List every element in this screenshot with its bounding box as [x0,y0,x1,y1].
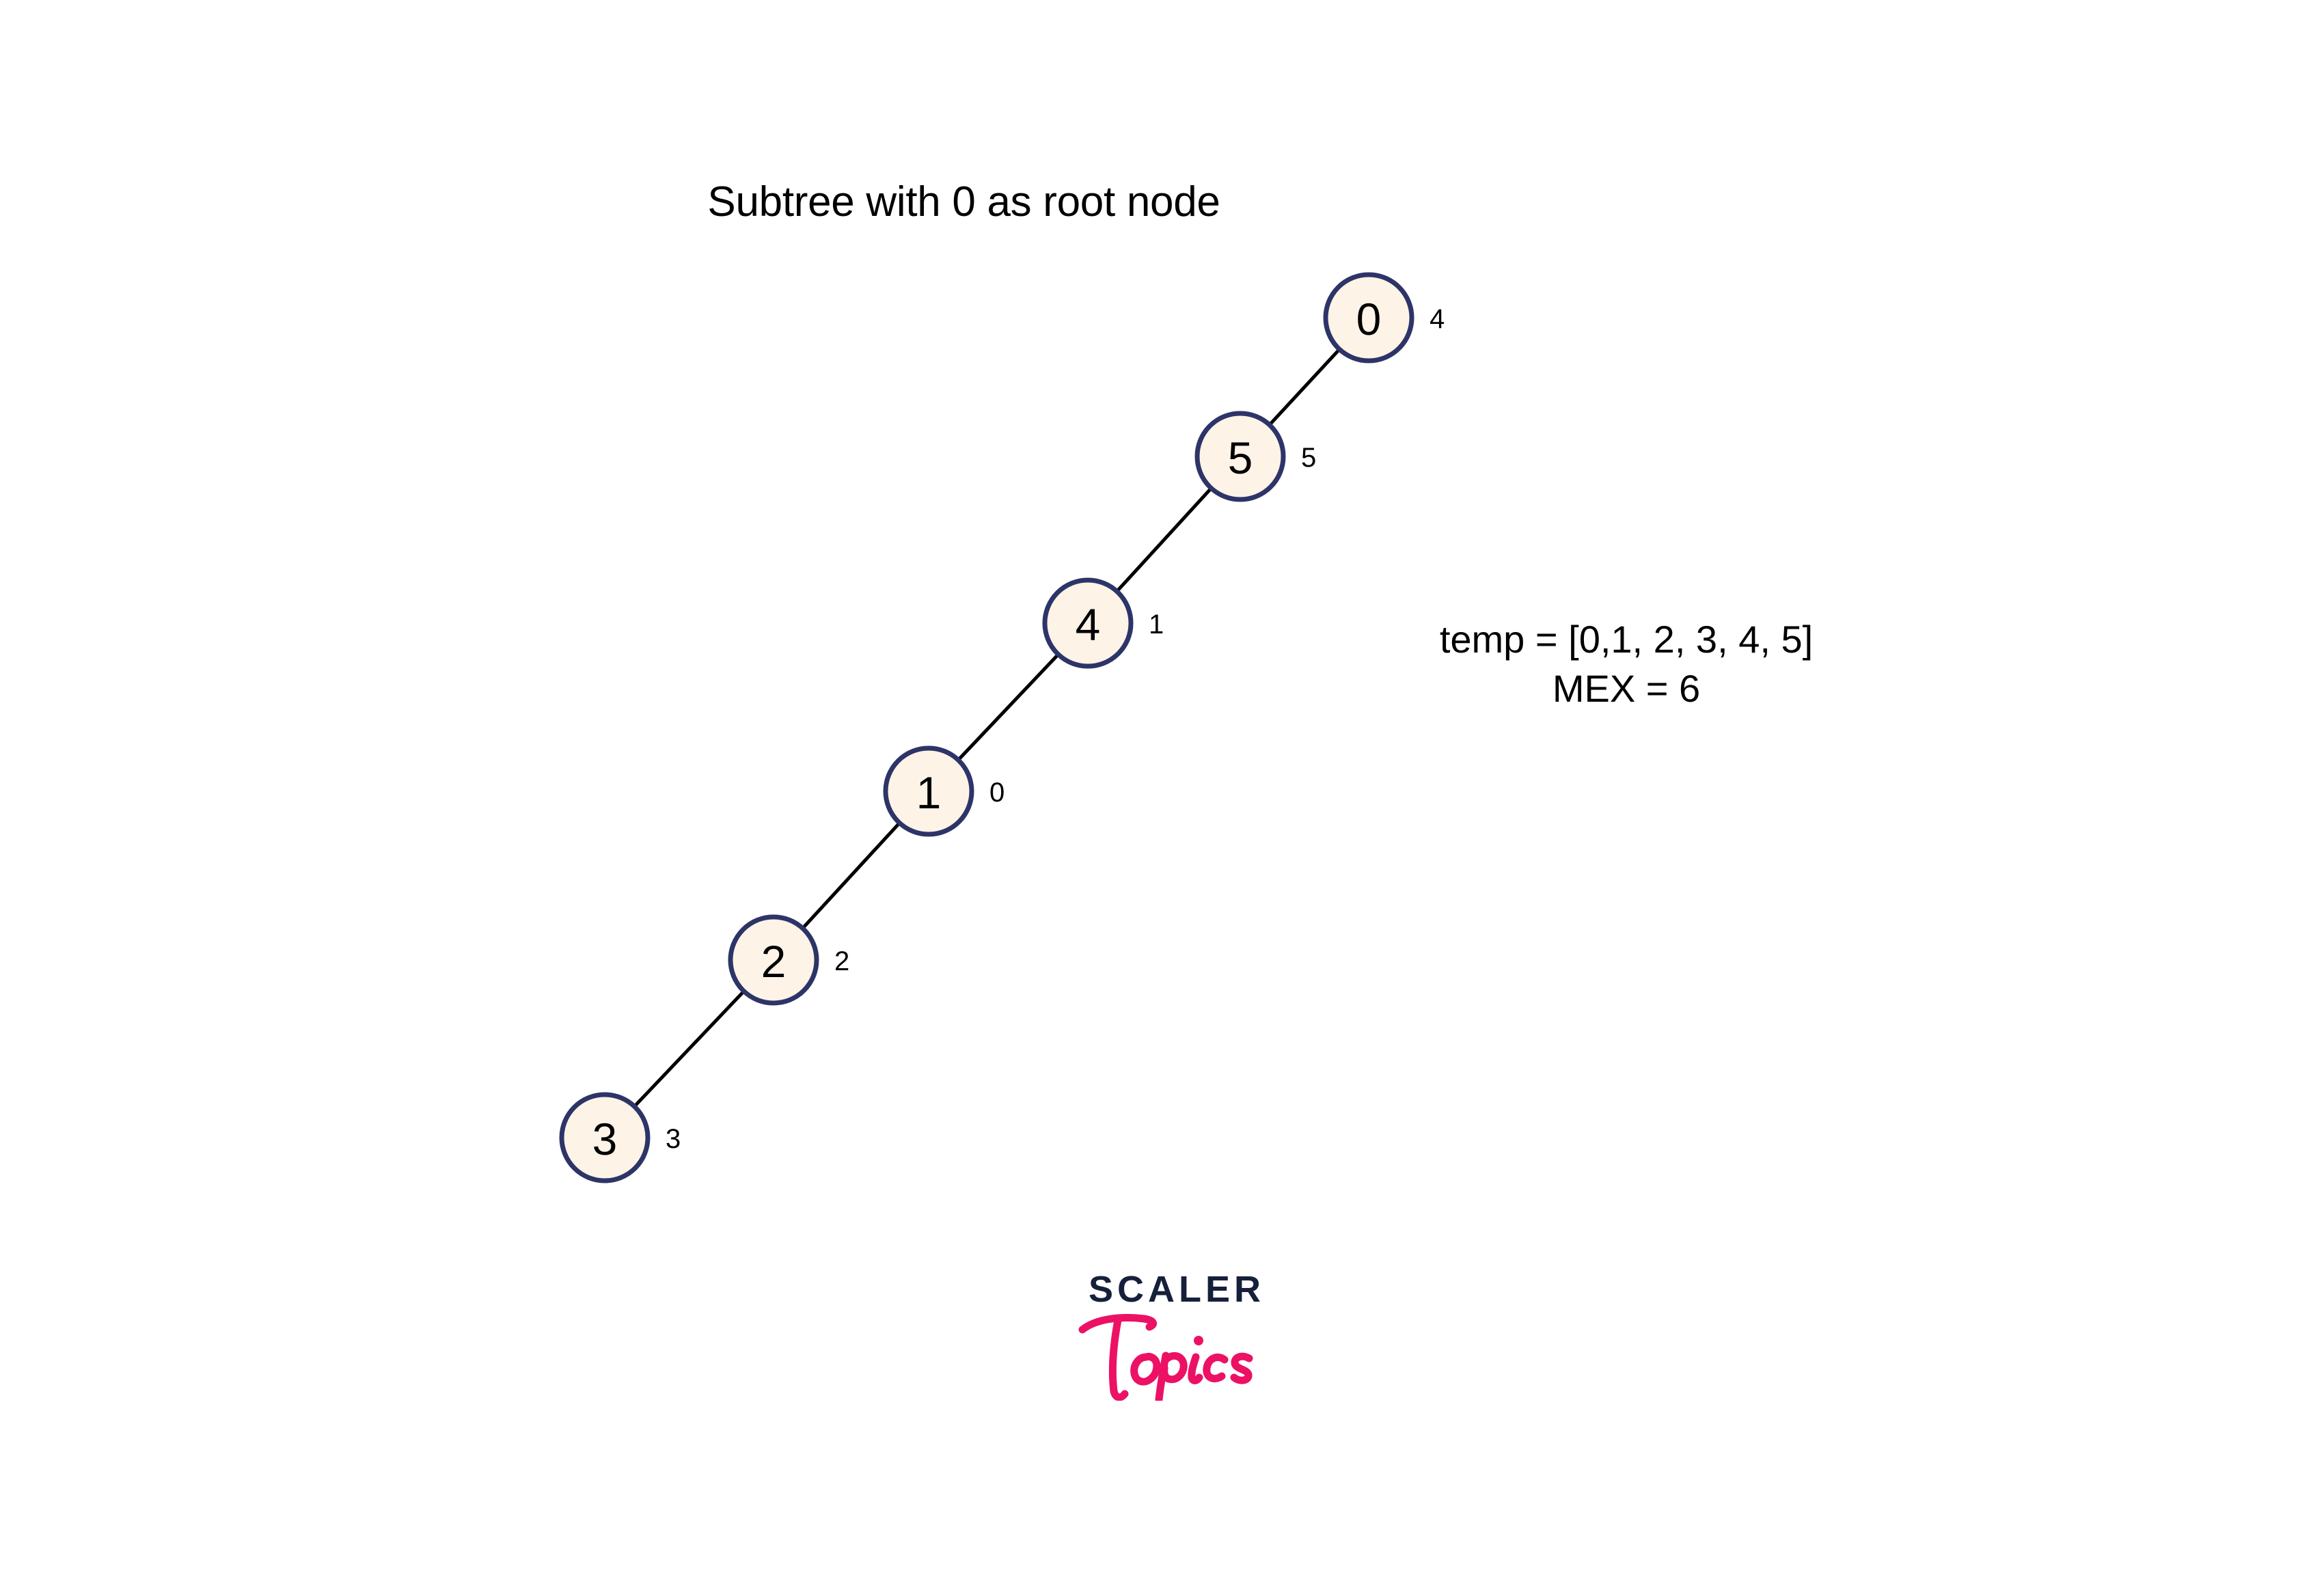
logo-script-topics [1039,1305,1312,1401]
tree-edge [957,653,1060,761]
tree-node-circle[interactable] [728,914,819,1006]
tree-node-circle[interactable] [559,1092,651,1183]
topics-script-icon [1078,1314,1253,1401]
tree-edge [1268,348,1341,426]
tree-node-label: 2 [761,936,787,987]
annotation-block: temp = [0,1, 2, 3, 4, 5] MEX = 6 [1387,615,1865,713]
annotation-mex-value: MEX = 6 [1552,666,1701,710]
tree-node-side-label: 1 [1149,609,1164,640]
tree-node-label: 3 [592,1114,618,1164]
tree-edge [1115,486,1213,593]
tree-node-label: 4 [1076,599,1101,650]
scaler-topics-logo: SCALER [1039,1271,1312,1401]
tree-node-side-label: 5 [1301,443,1316,473]
edges-layer [633,348,1341,1108]
tree-node-side-label: 3 [666,1124,681,1154]
page-title: Subtree with 0 as root node [707,178,1220,225]
logo-wordmark-scaler: SCALER [1088,1269,1265,1310]
tree-node-label: 1 [916,767,942,818]
annotation-temp-array: temp = [0,1, 2, 3, 4, 5] [1439,618,1814,661]
tree-node-side-label: 0 [989,778,1004,808]
tree-node-circle[interactable] [1042,577,1134,669]
tree-node-circle[interactable] [1323,272,1414,364]
tree-node-side-label: 4 [1430,304,1445,334]
tree-node-side-label: 2 [834,946,849,976]
tree-node-circle[interactable] [883,745,974,837]
tree-node-label: 0 [1356,294,1382,344]
tree-edge [801,821,901,930]
tree-edge [633,989,746,1108]
tree-node-label: 5 [1228,433,1253,483]
tree-node-circle[interactable] [1194,411,1286,502]
